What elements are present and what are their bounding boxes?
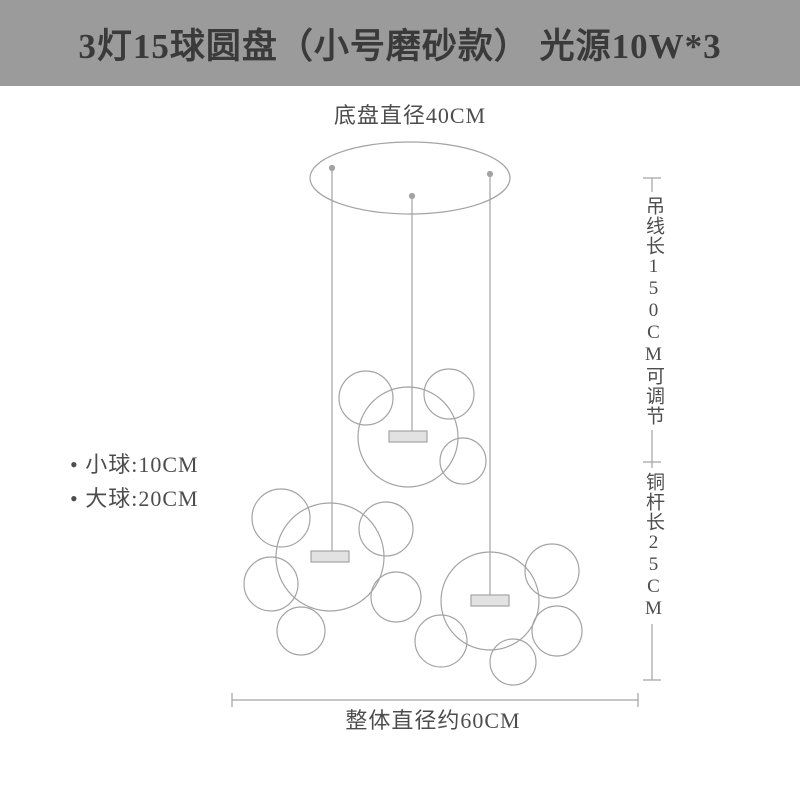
ball-size-labels: • 小球:10CM • 大球:20CM [70,448,199,516]
bubble-small-circle [489,638,537,686]
bubble-small-circle [243,556,299,612]
wire-anchor-dot [486,170,494,178]
lamp-holder [388,430,428,443]
small-ball-size-label: • 小球:10CM [70,452,199,477]
bubble-large-circle [357,386,459,488]
ceiling-plate [309,141,511,215]
bubble-small-circle [338,370,394,426]
rod-length-label: 铜杆长25CM [640,468,666,624]
product-title: 3灯15球圆盘（小号磨砂款） 光源10W*3 [78,26,722,66]
lamp-holder [470,594,510,607]
lamp-holder [310,550,350,563]
wire-length-label: 吊线长150CM可调节 [640,192,666,430]
bubble-small-circle [276,606,326,656]
wire-anchor-dot [408,192,416,200]
overall-diameter-label: 整体直径约60CM [345,708,521,733]
bubble-small-circle [524,543,580,599]
bubble-small-circle [251,488,311,548]
bubble-small-circle [358,501,414,557]
bubble-small-circle [414,614,468,668]
bubble-small-circle [423,368,475,420]
wire-anchor-dot [328,164,336,172]
large-ball-size-label: • 大球:20CM [70,486,199,511]
horizontal-dimension-line [231,693,639,707]
base-plate-diameter-label: 底盘直径40CM [333,103,487,128]
bubble-small-circle [439,437,487,485]
bubble-small-circle [370,571,422,623]
title-banner: 3灯15球圆盘（小号磨砂款） 光源10W*3 [0,0,800,86]
bubble-small-circle [531,605,583,657]
bubble-large-circle [440,551,540,651]
